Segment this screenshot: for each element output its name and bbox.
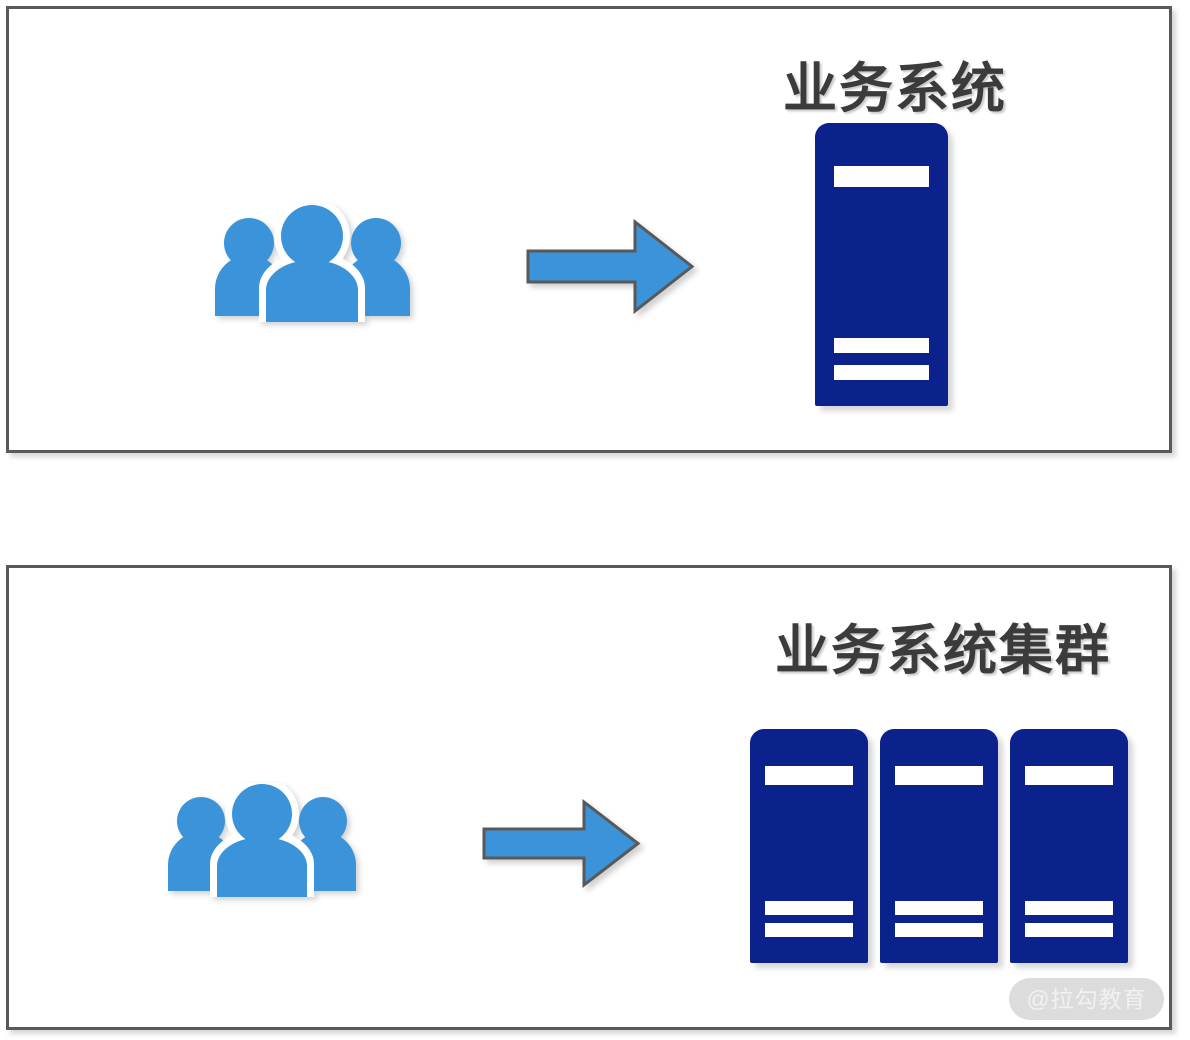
- server-slot-lower-1: [895, 900, 983, 916]
- panel-single-server: [6, 6, 1172, 453]
- right-arrow-icon: [481, 798, 641, 889]
- server-slot-top: [1025, 766, 1113, 786]
- server-slot-top: [895, 766, 983, 786]
- watermark-badge: @拉勾教育: [1009, 978, 1164, 1020]
- server-rack-icon: [815, 123, 948, 406]
- server-slot-lower-1: [765, 900, 853, 916]
- server-slot-lower-2: [895, 923, 983, 938]
- people-group-icon: [158, 777, 366, 897]
- server-slot-lower-1: [833, 338, 930, 354]
- right-arrow-icon: [525, 218, 695, 315]
- people-group-icon: [205, 198, 420, 322]
- page-title-single-server: 业务系统: [783, 59, 1007, 119]
- server-slot-lower-2: [1025, 923, 1113, 938]
- server-rack-icon: [750, 729, 868, 963]
- server-slot-top: [765, 766, 853, 786]
- server-slot-lower-2: [765, 923, 853, 938]
- server-slot-lower-1: [1025, 900, 1113, 916]
- page-title-server-cluster: 业务系统集群: [775, 621, 1111, 681]
- server-slot-lower-2: [833, 364, 930, 380]
- server-rack-icon: [880, 729, 998, 963]
- server-rack-icon: [1010, 729, 1128, 963]
- server-slot-top: [833, 166, 930, 188]
